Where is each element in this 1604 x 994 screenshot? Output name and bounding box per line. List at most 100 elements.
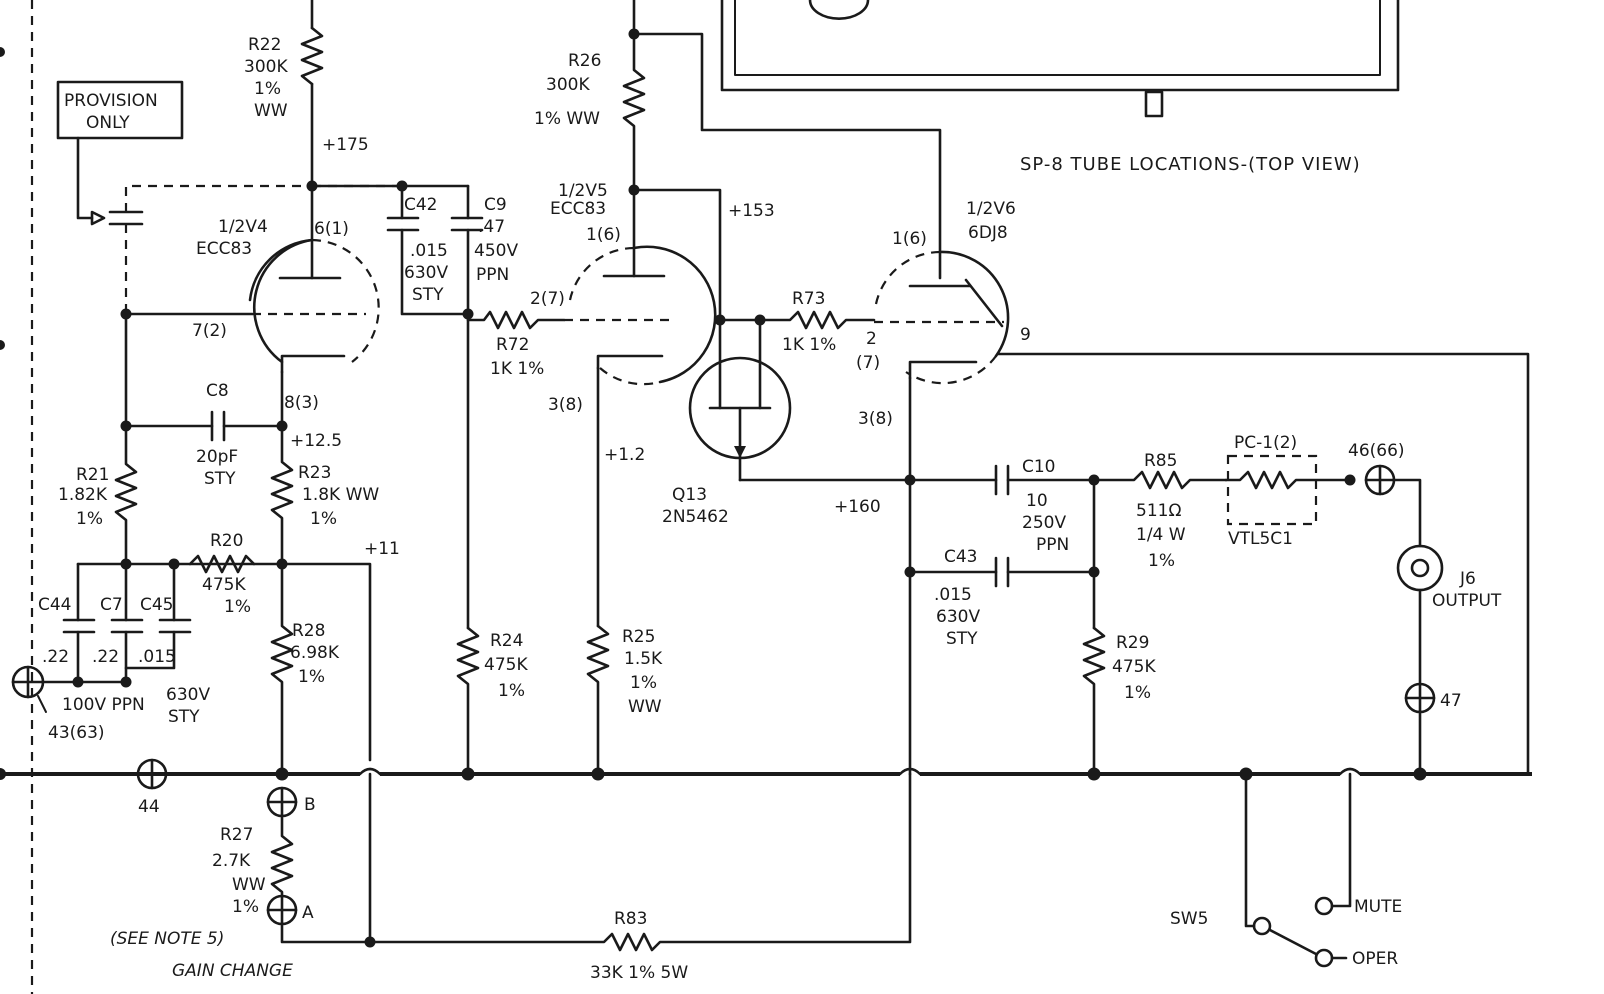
svg-text:300K: 300K: [546, 75, 590, 95]
terminal-47: 47: [1404, 682, 1462, 714]
svg-text:1K 1%: 1K 1%: [782, 335, 836, 355]
svg-text:STY: STY: [168, 707, 200, 727]
svg-text:475K: 475K: [1112, 657, 1156, 677]
svg-text:475K: 475K: [484, 655, 528, 675]
voltage-12-5: +12.5: [290, 431, 342, 451]
svg-text:R28: R28: [292, 621, 325, 641]
svg-text:R83: R83: [614, 909, 647, 929]
gain-change-note: GAIN CHANGE: [172, 961, 293, 981]
svg-text:300K: 300K: [244, 57, 288, 77]
svg-text:630V: 630V: [166, 685, 210, 705]
tube-v4: 1/2V4 ECC83 6(1) 7(2) 8(3): [192, 217, 380, 413]
svg-text:WW: WW: [232, 875, 266, 895]
svg-text:1%: 1%: [224, 597, 251, 617]
svg-text:1%: 1%: [1148, 551, 1175, 571]
svg-text:R72: R72: [496, 335, 529, 355]
svg-text:9: 9: [1020, 325, 1031, 345]
svg-text:630V: 630V: [936, 607, 980, 627]
r29-resistor: [1082, 626, 1106, 776]
svg-text:WW: WW: [254, 101, 288, 121]
svg-text:1(6): 1(6): [892, 229, 927, 249]
svg-text:PPN: PPN: [1036, 535, 1069, 555]
svg-text:VTL5C1: VTL5C1: [1228, 529, 1293, 549]
svg-text:1K 1%: 1K 1%: [490, 359, 544, 379]
svg-text:1/2V6: 1/2V6: [966, 199, 1016, 219]
svg-text:R26: R26: [568, 51, 601, 71]
svg-text:OPER: OPER: [1352, 949, 1398, 969]
svg-text:.22: .22: [42, 647, 69, 667]
svg-text:2.7K: 2.7K: [212, 851, 251, 871]
svg-text:1%: 1%: [298, 667, 325, 687]
svg-text:.015: .015: [934, 585, 972, 605]
svg-text:Q13: Q13: [672, 485, 707, 505]
svg-text:250V: 250V: [1022, 513, 1066, 533]
svg-text:1/2V5: 1/2V5: [558, 181, 608, 201]
tube-v6: 1/2V6 6DJ8 1(6) 2 (7) 3(8) 9: [856, 199, 1031, 429]
svg-text:1(6): 1(6): [586, 225, 621, 245]
svg-text:R85: R85: [1144, 451, 1177, 471]
svg-text:44: 44: [138, 797, 160, 817]
svg-text:1%: 1%: [232, 897, 259, 917]
j6-output-jack: J6 OUTPUT: [1396, 544, 1502, 611]
svg-text:1% WW: 1% WW: [534, 109, 600, 129]
voltage-160: +160: [834, 497, 881, 517]
svg-text:OUTPUT: OUTPUT: [1432, 591, 1502, 611]
voltage-11: +11: [364, 539, 400, 559]
svg-text:20pF: 20pF: [196, 447, 238, 467]
svg-text:33K 1% 5W: 33K 1% 5W: [590, 963, 688, 983]
svg-text:1%: 1%: [310, 509, 337, 529]
voltage-153: +153: [728, 201, 775, 221]
svg-text:1.5K: 1.5K: [624, 649, 663, 669]
r23-resistor: [270, 424, 294, 566]
tube-locations-title: SP-8 TUBE LOCATIONS-(TOP VIEW): [1020, 154, 1361, 175]
r21-resistor: [114, 424, 138, 566]
svg-text:3(8): 3(8): [858, 409, 893, 429]
svg-text:1%: 1%: [630, 673, 657, 693]
q13-fet: Q13 2N5462: [662, 318, 912, 527]
svg-text:J6: J6: [1459, 569, 1476, 589]
svg-text:1%: 1%: [254, 79, 281, 99]
svg-text:2(7): 2(7): [530, 289, 565, 309]
svg-text:C42: C42: [404, 195, 438, 215]
r28-resistor: [270, 562, 294, 776]
svg-text:R29: R29: [1116, 633, 1149, 653]
svg-text:C45: C45: [140, 595, 174, 615]
provision-line1: PROVISION: [64, 91, 158, 111]
provision-only-box: PROVISION ONLY: [56, 80, 184, 226]
svg-text:R21: R21: [76, 465, 109, 485]
svg-text:STY: STY: [204, 469, 236, 489]
svg-text:10: 10: [1026, 491, 1048, 511]
svg-text:.015: .015: [138, 647, 176, 667]
svg-text:R73: R73: [792, 289, 825, 309]
svg-text:450V: 450V: [474, 241, 518, 261]
svg-text:R22: R22: [248, 35, 281, 55]
svg-text:C44: C44: [38, 595, 72, 615]
svg-text:STY: STY: [412, 285, 444, 305]
svg-text:ECC83: ECC83: [196, 239, 252, 259]
svg-text:SW5: SW5: [1170, 909, 1208, 929]
svg-text:43(63): 43(63): [48, 723, 105, 743]
sw5-switch: SW5 MUTE OPER: [1170, 772, 1402, 969]
voltage-1-2: +1.2: [604, 445, 645, 465]
svg-text:511Ω: 511Ω: [1136, 501, 1181, 521]
svg-text:B: B: [304, 795, 316, 815]
svg-text:C10: C10: [1022, 457, 1056, 477]
svg-text:ECC83: ECC83: [550, 199, 606, 219]
svg-text:475K: 475K: [202, 575, 246, 595]
svg-text:1%: 1%: [1124, 683, 1151, 703]
svg-text:46(66): 46(66): [1348, 441, 1405, 461]
svg-text:C9: C9: [484, 195, 507, 215]
r72-resistor: [466, 310, 566, 330]
provision-line2: ONLY: [86, 113, 130, 133]
svg-text:6.98K: 6.98K: [290, 643, 340, 663]
svg-text:C7: C7: [100, 595, 123, 615]
svg-text:.47: .47: [478, 217, 505, 237]
pc1-photocoupler: PC-1(2) VTL5C1: [1224, 433, 1352, 549]
r27-resistor: [270, 814, 294, 898]
svg-text:MUTE: MUTE: [1354, 897, 1402, 917]
svg-text:1/2V4: 1/2V4: [218, 217, 268, 237]
svg-text:47: 47: [1440, 691, 1462, 711]
svg-text:PPN: PPN: [476, 265, 509, 285]
r26-resistor: [622, 32, 646, 192]
svg-text:6(1): 6(1): [314, 219, 349, 239]
